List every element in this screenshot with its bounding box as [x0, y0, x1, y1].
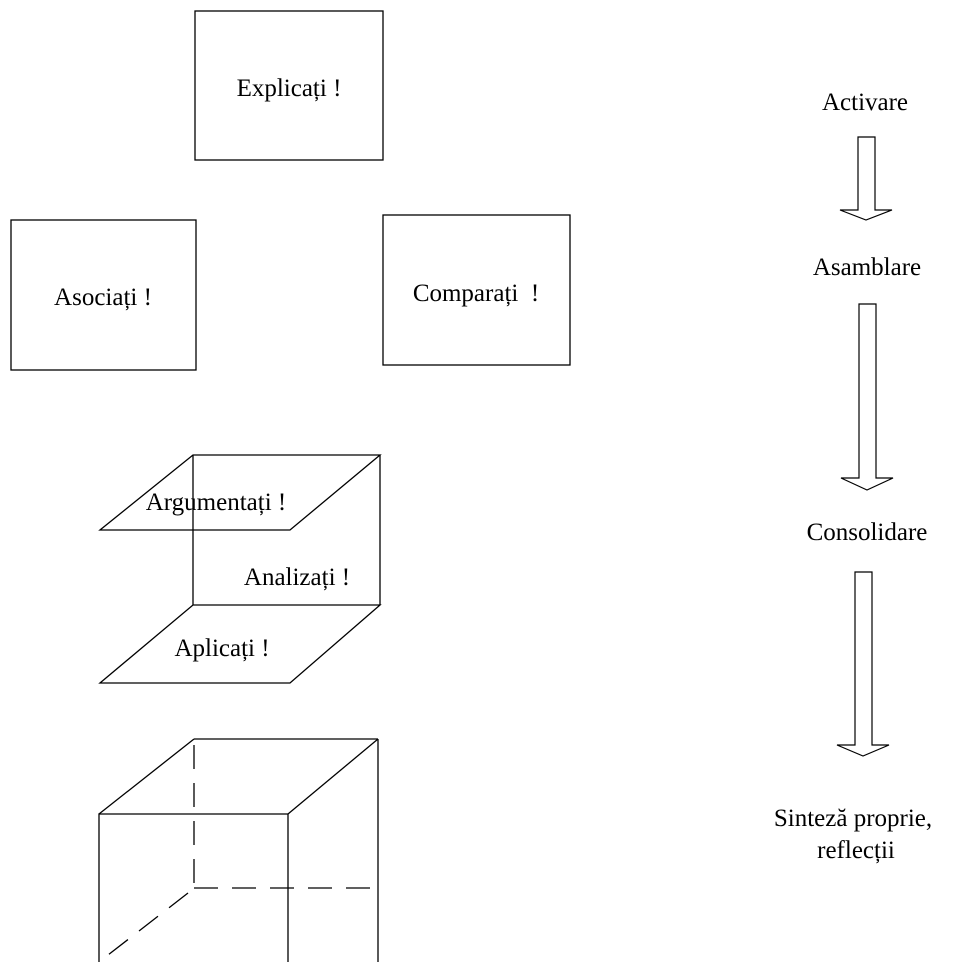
explain-label: Explicați !	[237, 75, 342, 102]
step-sinteza-line1: Sinteză proprie,	[774, 805, 932, 832]
compare-box: Comparați !	[382, 214, 571, 366]
associate-label: Asociați !	[54, 284, 152, 311]
arrow-down-3	[836, 571, 890, 757]
arrow-down-1	[839, 136, 893, 221]
cube	[98, 738, 379, 962]
top-plane	[98, 454, 382, 531]
step-consolidare: Consolidare	[807, 519, 928, 546]
process-steps: Activare Asamblare Consolidare Sinteză p…	[774, 89, 932, 864]
step-activare: Activare	[822, 89, 908, 116]
planes-structure: Argumentați ! Analizați ! Aplicați !	[98, 454, 382, 684]
arrow-down-2	[840, 303, 894, 491]
analyze-label: Analizați !	[244, 564, 350, 591]
argue-label: Argumentați !	[146, 489, 286, 516]
step-sinteza-line2: reflecții	[817, 837, 895, 864]
apply-label: Aplicați !	[174, 635, 269, 662]
compare-label: Comparați !	[413, 280, 539, 307]
explain-box: Explicați !	[194, 10, 384, 161]
step-asamblare: Asamblare	[813, 254, 921, 281]
bottom-plane	[98, 604, 382, 684]
associate-box: Asociați !	[10, 219, 197, 371]
